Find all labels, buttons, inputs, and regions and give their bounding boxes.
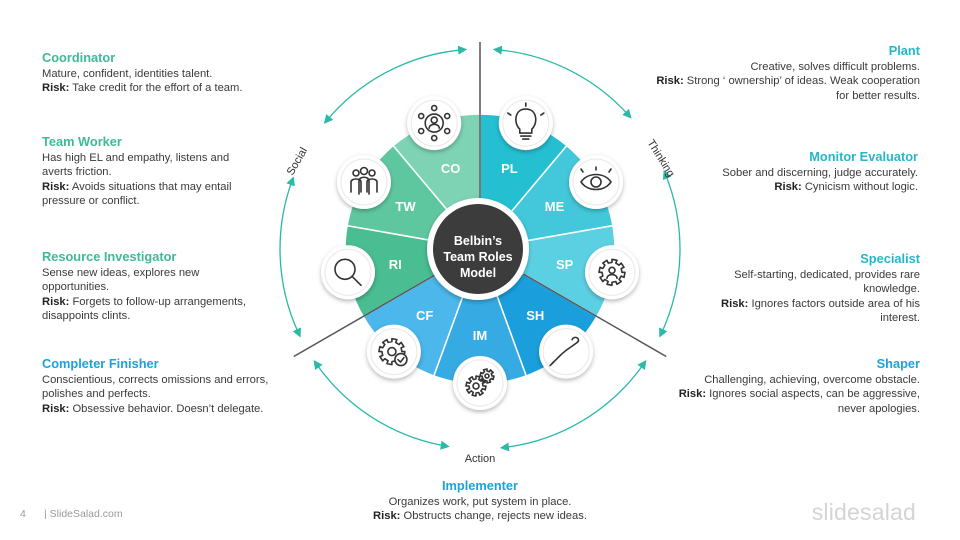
specialist-block: Specialist Self-starting, dedicated, pro…: [660, 251, 920, 325]
specialist-desc-2: knowledge.: [863, 283, 920, 296]
segment-label-ri: RI: [389, 257, 402, 272]
implementer-risk: Obstructs change, rejects new ideas.: [400, 510, 587, 523]
team-worker-risk: Avoids situations that may entail: [69, 180, 232, 193]
coordinator-title: Coordinator: [42, 50, 116, 65]
shaper-risk-2: never apologies.: [837, 402, 920, 415]
resource-investigator-risk-label: Risk:: [42, 295, 70, 308]
implementer-title: Implementer: [441, 478, 519, 493]
implementer-risk-label: Risk:: [373, 510, 401, 523]
category-divider-lines: [293, 42, 667, 358]
resource-investigator-risk: Forgets to follow-up arrangements,: [69, 295, 246, 308]
gears-icon: [453, 356, 507, 410]
team-worker-risk-2: pressure or conflict.: [42, 194, 140, 207]
role-icons: [321, 96, 639, 410]
divider-line-3: [293, 273, 438, 358]
center-title-line2: Team Roles: [443, 250, 512, 264]
segment-label-cf: CF: [416, 308, 433, 323]
segment-label-sh: SH: [526, 308, 544, 323]
coordinator-risk-label: Risk:: [42, 82, 70, 95]
footer-site: | SlideSalad.com: [44, 508, 123, 520]
plant-risk-2: for better results.: [836, 89, 920, 102]
arc-action-left: [313, 359, 450, 450]
page-number: 4: [20, 508, 26, 520]
brand-logo: slidesalad: [811, 499, 916, 525]
implementer-block: Implementer Organizes work, put system i…: [330, 478, 630, 524]
magnifier-icon: [321, 245, 375, 300]
monitor-evaluator-title: Monitor Evaluator: [809, 149, 918, 164]
shaper-risk-label: Risk:: [678, 388, 707, 401]
monitor-evaluator-risk-label: Risk:: [774, 181, 802, 194]
category-arcs: [279, 45, 681, 452]
completer-finisher-risk: Obsessive behavior. Doesn’t delegate.: [69, 402, 264, 415]
network-person-icon: [407, 96, 462, 151]
implementer-desc: Organizes work, put system in place.: [388, 496, 572, 508]
team-icon: [337, 155, 391, 209]
center-title-line1: Belbin’s: [454, 234, 502, 248]
category-label-action: Action: [465, 453, 496, 465]
arc-social-lower: [279, 176, 301, 338]
completer-finisher-desc-2: polishes and perfects.: [42, 388, 151, 401]
team-worker-desc-2: averts friction.: [42, 166, 112, 179]
specialist-title: Specialist: [860, 251, 920, 266]
plant-block: Plant Creative, solves difficult problem…: [620, 43, 920, 103]
specialist-desc-1: Self-starting, dedicated, provides rare: [734, 269, 920, 281]
segment-label-tw: TW: [395, 199, 416, 214]
monitor-evaluator-desc: Sober and discerning, judge accurately.: [722, 167, 918, 179]
resource-investigator-risk-2: disappoints clints.: [42, 309, 131, 322]
lightbulb-icon: [498, 96, 553, 151]
plant-risk: Strong ‘ ownership’ of ideas. Weak coope…: [683, 75, 920, 88]
plant-title: Plant: [888, 43, 920, 58]
category-label-social: Social: [285, 146, 310, 178]
monitor-evaluator-block: Monitor Evaluator Sober and discerning, …: [658, 149, 918, 195]
team-worker-title: Team Worker: [42, 134, 122, 149]
coordinator-block: Coordinator Mature, confident, identitie…: [42, 50, 282, 96]
monitor-evaluator-risk: Cynicism without logic.: [801, 181, 918, 194]
resource-investigator-desc-1: Sense new ideas, explores new: [42, 267, 200, 279]
gear-check-icon: [366, 324, 421, 379]
gear-person-icon: [585, 245, 639, 300]
resource-investigator-title: Resource Investigator: [42, 249, 177, 264]
plant-risk-label: Risk:: [656, 75, 684, 88]
divider-line-2: [522, 273, 667, 358]
specialist-risk: Ignores factors outside area of his: [748, 297, 920, 310]
arc-thinking-upper: [492, 45, 632, 119]
completer-finisher-desc-1: Conscientious, corrects omissions and er…: [42, 374, 269, 386]
arc-action-right: [499, 359, 647, 452]
specialist-risk-2: interest.: [880, 311, 920, 324]
segment-label-me: ME: [545, 199, 565, 214]
completer-finisher-block: Completer Finisher Conscientious, correc…: [42, 356, 302, 416]
resource-investigator-block: Resource Investigator Sense new ideas, e…: [42, 249, 282, 323]
whip-icon: [539, 324, 594, 379]
shaper-desc: Challenging, achieving, overcome obstacl…: [704, 374, 920, 386]
completer-finisher-risk-label: Risk:: [42, 402, 70, 415]
segment-label-pl: PL: [501, 161, 518, 176]
segment-label-im: IM: [473, 328, 487, 343]
coordinator-desc: Mature, confident, identities talent.: [42, 68, 213, 80]
team-worker-desc-1: Has high EL and empathy, listens and: [42, 152, 230, 164]
eye-icon: [569, 155, 623, 209]
segment-label-co: CO: [441, 161, 461, 176]
center-title-line3: Model: [460, 266, 496, 280]
specialist-risk-label: Risk:: [721, 297, 749, 310]
center-hub: Belbin’s Team Roles Model: [427, 198, 529, 300]
plant-desc: Creative, solves difficult problems.: [750, 61, 920, 73]
segment-labels: PL ME SP SH IM CF RI TW CO: [389, 161, 574, 343]
resource-investigator-desc-2: opportunities.: [42, 281, 110, 294]
arc-thinking-lower: [659, 169, 681, 338]
arc-social-upper: [323, 45, 468, 124]
shaper-block: Shaper Challenging, achieving, overcome …: [640, 356, 920, 416]
team-worker-block: Team Worker Has high EL and empathy, lis…: [42, 134, 282, 208]
segment-label-sp: SP: [556, 257, 574, 272]
team-worker-risk-label: Risk:: [42, 180, 70, 193]
shaper-title: Shaper: [876, 356, 920, 371]
shaper-risk: Ignores social aspects, can be aggressiv…: [706, 388, 920, 401]
completer-finisher-title: Completer Finisher: [42, 356, 159, 371]
coordinator-risk: Take credit for the effort of a team.: [69, 82, 243, 95]
